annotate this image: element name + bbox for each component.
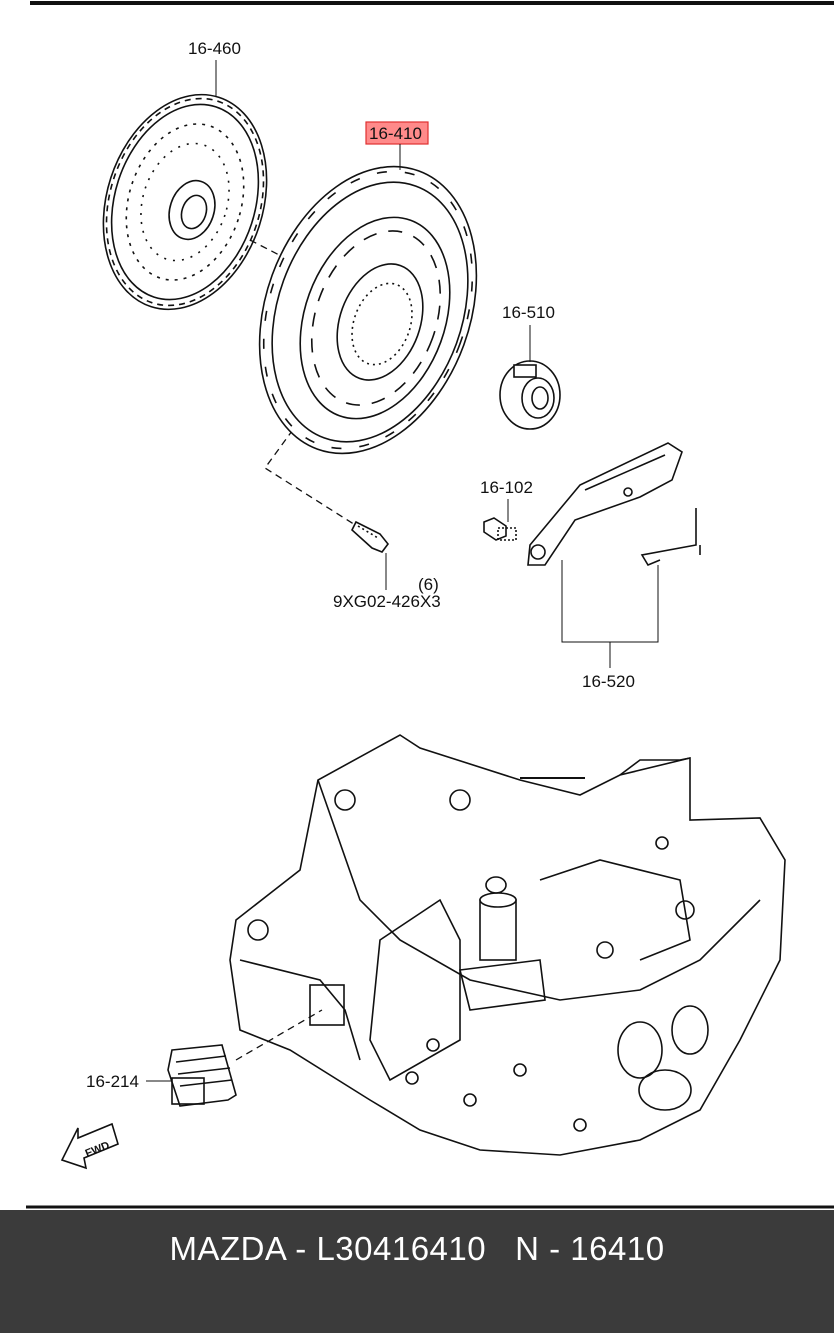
label-16-510: 16-510 [502,303,555,322]
label-bolt-qty: (6) [418,575,439,594]
transmission-drawing [229,734,786,1156]
fwd-arrow-icon: FWD [60,1122,119,1170]
part-info-footer: MAZDA - L30416410 N - 16410 [0,1210,834,1333]
highlight-box-16-410 [365,121,429,145]
label-16-214: 16-214 [86,1072,139,1091]
pivot-bolt-drawing [483,517,517,541]
release-fork-drawing [527,442,701,567]
label-16-102: 16-102 [480,478,533,497]
label-16-460: 16-460 [188,39,241,58]
clutch-cover-drawing [258,165,478,455]
bracket-16-520 [561,560,659,643]
exploded-parts-diagram: 16-460 16-410 16-510 16-102 [26,1,834,1209]
label-9XG02-426X3: 9XG02-426X3 [333,592,441,611]
cover-bolt-drawing [351,520,390,553]
dust-boot-drawing [167,1044,237,1107]
label-16-520: 16-520 [582,672,635,691]
part-number-text: MAZDA - L30416410 N - 16410 [169,1230,665,1267]
label-16-410: 16-410 [369,124,422,143]
clutch-disc-drawing [102,93,268,311]
release-bearing-drawing [499,360,561,430]
